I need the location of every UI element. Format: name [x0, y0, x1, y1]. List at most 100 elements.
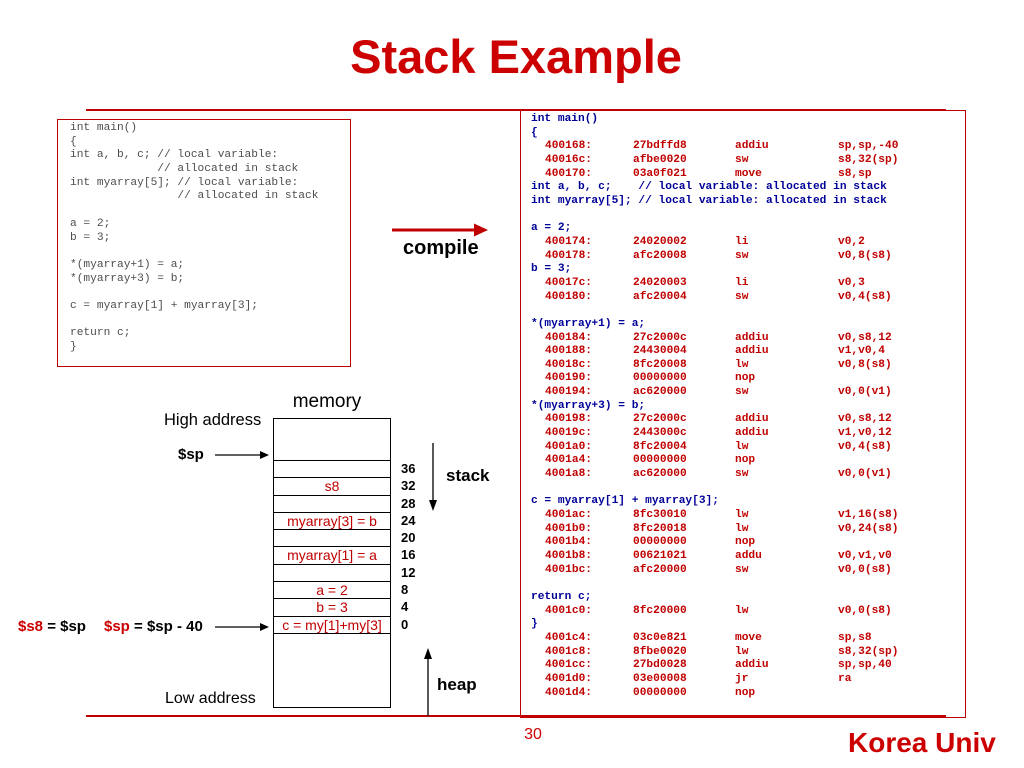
mnemonic: sw: [735, 153, 749, 166]
slot-offset: 24: [401, 512, 416, 528]
instruction-line: 4001d0: 03e00008 jr ra: [531, 673, 965, 687]
mnemonic: lw: [735, 440, 749, 453]
mnemonic: addiu: [735, 427, 769, 440]
instruction-address: 400168:: [545, 140, 592, 153]
mnemonic: addiu: [735, 413, 769, 426]
instruction-address: 400194:: [545, 386, 592, 399]
slot-label: b = 3: [316, 599, 348, 616]
operands: v0,4(s8): [838, 440, 892, 453]
title-divider: [86, 109, 946, 111]
machine-code: 24020003: [633, 276, 687, 289]
s8-assignment-text: = $sp: [43, 618, 86, 635]
instruction-address: 4001c0:: [545, 604, 592, 617]
source-code-line: a = 2;: [70, 217, 111, 230]
instruction-address: 400178:: [545, 249, 592, 262]
machine-code: ac620000: [633, 468, 687, 481]
operands: v0,0(s8): [838, 604, 892, 617]
high-address-label: High address: [164, 411, 262, 429]
instruction-address: 4001d4:: [545, 686, 592, 699]
instruction-line: 400178: afc20008 sw v0,8(s8): [531, 250, 965, 264]
instruction-address: 400188:: [545, 345, 592, 358]
source-code-line: *(myarray+1) = a;: [70, 258, 185, 271]
machine-code: 8fc20004: [633, 440, 687, 453]
slot-label: myarray[1] = a: [287, 547, 377, 564]
instruction-address: 4001b0:: [545, 522, 592, 535]
instruction-address: 4001ac:: [545, 509, 592, 522]
instruction-address: 4001b8:: [545, 550, 592, 562]
instruction-address: 40017c:: [545, 276, 592, 289]
mnemonic: addiu: [735, 659, 769, 672]
operands: v0,v1,v0: [838, 550, 892, 562]
blank-line: [70, 245, 350, 259]
mnemonic: move: [735, 631, 762, 644]
machine-code: 8fbe0020: [633, 645, 687, 658]
operands: ra: [838, 672, 852, 685]
machine-code: afc20008: [633, 249, 687, 262]
machine-code: 03a0f021: [633, 167, 687, 180]
sp-register: $sp: [104, 618, 130, 635]
machine-code: 03e00008: [633, 672, 687, 685]
source-statement-line: int main(): [531, 113, 599, 125]
machine-code: 27bdffd8: [633, 140, 687, 153]
footer-brand: Korea Univ: [848, 727, 996, 758]
source-code-line: // allocated in stack: [70, 190, 319, 203]
source-code-line: *(myarray+3) = b;: [70, 272, 185, 285]
slot-offset: 4: [401, 599, 409, 615]
mnemonic: addiu: [735, 331, 769, 344]
mnemonic: sw: [735, 249, 749, 262]
source-code-line: c = myarray[1] + myarray[3];: [70, 299, 258, 312]
mnemonic: nop: [735, 454, 756, 467]
slot-offset: 8: [401, 582, 409, 598]
sp-pointer-label: $sp: [178, 446, 204, 463]
mnemonic: lw: [735, 358, 749, 371]
slot-offset: 12: [401, 564, 416, 580]
stack-slot: b = 3: [273, 598, 391, 615]
source-code-line: int a, b, c; // local variable:: [70, 149, 279, 162]
mnemonic: jr: [735, 672, 749, 685]
operands: v1,v0,4: [838, 345, 885, 358]
machine-code: 00621021: [633, 550, 687, 562]
operands: v0,8(s8): [838, 249, 892, 262]
mnemonic: nop: [735, 536, 756, 549]
mnemonic: nop: [735, 686, 756, 699]
operands: v1,16(s8): [838, 509, 899, 522]
instruction-address: 4001c4:: [545, 631, 592, 644]
instruction-address: 4001d0:: [545, 672, 592, 685]
machine-code: 2443000c: [633, 427, 687, 440]
operands: v0,24(s8): [838, 522, 899, 535]
operands: sp,sp,-40: [838, 140, 899, 153]
sp-pointer-arrow-icon: [215, 451, 269, 459]
instruction-address: 400170:: [545, 167, 592, 180]
machine-code: ac620000: [633, 386, 687, 399]
operands: s8,sp: [838, 167, 872, 180]
instruction-address: 400190:: [545, 372, 592, 385]
source-code-line: int main(): [70, 122, 138, 134]
sp-assignment-note: $sp = $sp - 40: [104, 618, 203, 636]
memory-title: memory: [292, 391, 362, 412]
stack-slot: s8: [273, 477, 391, 494]
operands: sp,sp,40: [838, 659, 892, 672]
instruction-address: 4001a8:: [545, 468, 592, 481]
source-code-line: {: [70, 135, 77, 148]
source-statement-line: b = 3;: [531, 263, 572, 276]
memory-block: [273, 418, 391, 708]
source-code-line: int myarray[5]; // local variable:: [70, 176, 299, 189]
source-statement-line: return c;: [531, 590, 592, 603]
source-statement-line: a = 2;: [531, 222, 572, 235]
operands: v0,s8,12: [838, 331, 892, 344]
